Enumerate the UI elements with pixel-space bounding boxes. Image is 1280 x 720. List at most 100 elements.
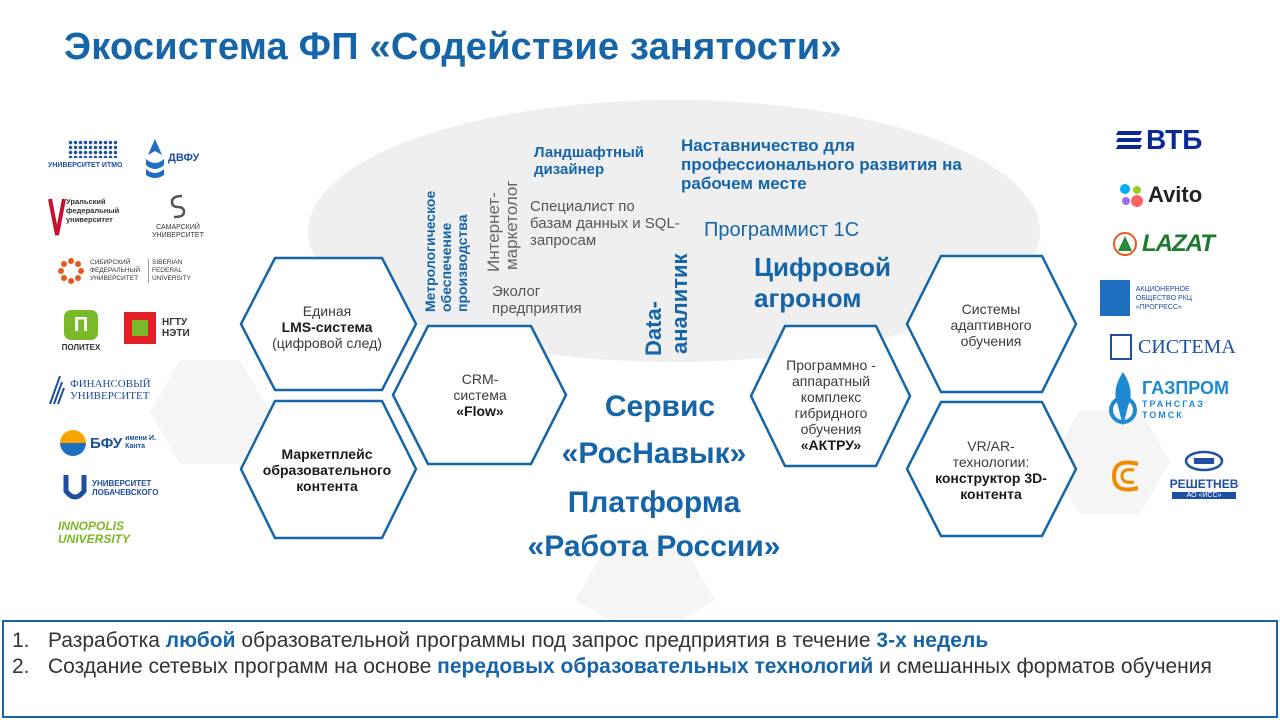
skill-internet-2: маркетолог [502,180,521,270]
hex-market [239,399,418,540]
itmo-dots-icon [68,140,118,158]
logo-avito: Avito [1118,182,1228,208]
dvfu-icon [146,139,164,178]
logo-vtb: ВТБ [1114,124,1224,156]
summary-item-2-b: передовых образовательных технологий [437,655,874,678]
logo-ngtu: НГТУ НЭТИ [124,312,214,344]
skill-programmer-1c: Программист 1С [704,219,860,241]
hex-adaptive [905,254,1078,394]
logo-lobach: УНИВЕРСИТЕТ ЛОБАЧЕВСКОГО [62,473,192,503]
bfu-icon [60,430,86,456]
logo-sfu-en-text: SIBERIAN FEDERAL UNIVERSITY [148,259,198,283]
logo-vtb-text: ВТБ [1146,124,1203,155]
logo-politeh: П ПОЛИТЕХ [56,310,106,352]
logo-sistema: СИСТЕМА [1110,334,1240,360]
avito-icon [1120,184,1143,207]
logo-avito-text: Avito [1148,182,1203,207]
logo-samara: САМАРСКИЙ УНИВЕРСИТЕТ [146,193,210,240]
logo-ngtu-text: НГТУ НЭТИ [162,317,190,339]
logo-politeh-text: ПОЛИТЕХ [61,343,101,352]
hex-crm-line2: система [453,387,507,403]
sfu-icon [58,258,84,284]
skill-ecolog: Эколог предприятия [492,283,582,317]
politeh-icon: П [64,310,98,340]
logo-lazat-text: LAZAT [1142,230,1215,257]
logo-finuniver: ФИНАНСОВЫЙ УНИВЕРСИТЕТ [48,374,178,406]
logo-dvfu: ДВФУ [142,137,212,179]
logo-bfu-text: БФУ [90,434,123,452]
summary-item-2-a: Создание сетевых программ на основе [48,655,438,678]
center-rosnavyk: «РосНавык» [561,437,747,470]
hex-market-text: Маркетплейс образовательного контента [252,425,402,515]
summary-item-2-c: и смешанных форматов обучения [873,655,1212,678]
logo-reshetnev-sub: АО «ИСС» [1172,492,1236,499]
logo-itmo-text: УНИВЕРСИТЕТ ИТМО [48,162,123,169]
logo-bfu: БФУ имени И. Канта [60,430,190,456]
logo-sfu-text: СИБИРСКИЙ ФЕДЕРАЛЬНЫЙ УНИВЕРСИТЕТ [90,259,141,282]
hex-adaptive-label: Системы адаптивного обучения [950,301,1032,349]
skill-db-specialist: Специалист по базам данных и SQL-запроса… [530,198,680,249]
logo-c-emblem [1110,456,1146,501]
summary-item-1-b: любой [165,629,236,652]
skill-metrolog: Метрологическое обеспечение производства [422,190,470,312]
hex-hardware-label: Программно - аппаратный комплекс гибридн… [786,357,876,437]
vtb-icon [1116,131,1142,149]
urfu-icon [48,198,66,236]
logo-gazprom: ГАЗПРОМ ТРАНСГАЗ ТОМСК [1106,370,1236,428]
c-emblem-icon [1111,460,1139,492]
logo-gazprom-sub: ТРАНСГАЗ ТОМСК [1142,398,1205,420]
skill-mentoring: Наставничество для профессионального раз… [681,136,962,193]
hex-lms-line2: LMS-система [281,319,373,335]
hex-hardware-text: Программно - аппаратный комплекс гибридн… [780,340,882,470]
summary-box [2,620,1278,718]
logo-samara-text: САМАРСКИЙ УНИВЕРСИТЕТ [152,224,204,239]
hex-vr-bold: конструктор 3D-контента [935,470,1047,502]
summary-item-1-d: 3-х недель [876,629,989,652]
ngtu-icon [124,312,156,344]
logo-reshetnev-text: РЕШЕТНЕВ [1169,477,1239,491]
lobach-icon [63,475,87,500]
skill-internet-1: Интернет- [484,192,503,272]
summary-item-2: 2. Создание сетевых программ на основе п… [12,654,1262,680]
logo-progress: АКЦИОНЕРНОЕ ОБЩЕСТВО РКЦ «ПРОГРЕСС» [1100,280,1230,316]
summary-item-1-text: Разработка любой образовательной програм… [48,628,988,654]
hex-vr-line1: VR/AR-технологии: [952,438,1030,470]
samara-icon [170,194,186,219]
hex-lms [239,256,418,392]
hex-vr-text: VR/AR-технологии: конструктор 3D-контент… [920,425,1062,515]
summary-item-2-text: Создание сетевых программ на основе пере… [48,654,1212,680]
center-service: Сервис [604,390,716,423]
gazprom-icon [1109,372,1137,426]
hex-crm-line1: CRM- [461,371,499,387]
logo-urfu: Уральский федеральный университет [48,197,140,237]
hex-hardware-bold: «АКТРУ» [800,437,862,453]
logo-innopolis-text: INNOPOLIS UNIVERSITY [58,519,131,546]
summary-list: 1. Разработка любой образовательной прог… [12,628,1262,680]
lazat-icon [1113,232,1137,256]
logo-gazprom-text: ГАЗПРОМ [1142,377,1230,398]
hex-lms-text: Единая LMS-система (цифровой след) [252,282,402,372]
logo-sistema-text: СИСТЕМА [1138,335,1236,358]
finuniver-icon [49,375,65,405]
logo-lobach-text: УНИВЕРСИТЕТ ЛОБАЧЕВСКОГО [92,479,159,497]
reshetnev-icon [1184,450,1224,472]
hex-vr [905,400,1078,538]
skill-data-analyst-2: аналитик [667,253,692,354]
hex-lms-line3: (цифровой след) [272,335,382,351]
logo-sfu: СИБИРСКИЙ ФЕДЕРАЛЬНЫЙ УНИВЕРСИТЕТ SIBERI… [56,256,206,286]
sistema-icon [1110,334,1132,360]
summary-item-1: 1. Разработка любой образовательной прог… [12,628,1262,654]
skill-landscape: Ландшафтный дизайнер [534,144,645,178]
logo-urfu-text: Уральский федеральный университет [66,197,120,224]
logo-progress-text: АКЦИОНЕРНОЕ ОБЩЕСТВО РКЦ «ПРОГРЕСС» [1135,285,1192,311]
logo-dvfu-text: ДВФУ [168,152,200,164]
progress-icon [1100,280,1130,316]
center-rabota-rossii: «Работа России» [527,530,781,563]
page-title: Экосистема ФП «Содействие занятости» [64,26,842,68]
summary-item-1-num: 1. [12,629,30,652]
summary-item-2-num: 2. [12,655,30,678]
logo-itmo: УНИВЕРСИТЕТ ИТМО [48,140,138,169]
hex-adaptive-text: Системы адаптивного обучения [920,280,1062,370]
hex-market-label: Маркетплейс образовательного контента [262,446,392,494]
